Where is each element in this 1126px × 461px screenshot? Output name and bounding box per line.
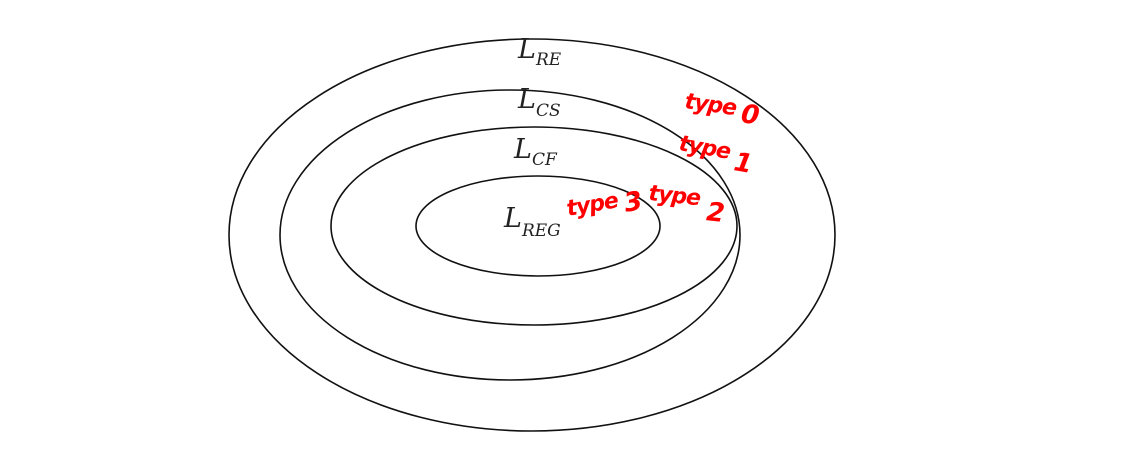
annotation-type-0-word: type bbox=[683, 89, 739, 121]
ellipse-reg bbox=[415, 175, 661, 277]
ellipse-cf bbox=[330, 126, 738, 326]
label-l-cs: LCS bbox=[517, 84, 561, 121]
annotation-type-3-number: 3 bbox=[622, 186, 644, 219]
label-l-reg: LREG bbox=[503, 203, 561, 241]
annotation-type-3: type3 bbox=[565, 184, 644, 228]
annotation-type-1: type1 bbox=[675, 131, 755, 179]
annotation-type-3-word: type bbox=[565, 188, 621, 222]
annotation-type-1-number: 1 bbox=[732, 147, 754, 180]
label-l-reg-main: L bbox=[503, 203, 522, 234]
label-l-cf-main: L bbox=[513, 134, 532, 165]
label-l-re-main: L bbox=[517, 34, 536, 65]
label-l-cf: LCF bbox=[513, 134, 558, 170]
ellipse-cs bbox=[279, 89, 741, 381]
ellipse-re bbox=[228, 38, 836, 432]
label-l-reg-sub: REG bbox=[521, 221, 561, 241]
label-l-re: LRE bbox=[517, 34, 562, 70]
annotation-type-2: type2 bbox=[646, 181, 726, 229]
annotation-type-0-number: 0 bbox=[739, 99, 761, 131]
label-l-cs-sub: CS bbox=[536, 101, 561, 121]
annotation-type-0: type0 bbox=[682, 89, 761, 131]
label-l-re-sub: RE bbox=[535, 50, 562, 70]
annotation-type-2-word: type bbox=[647, 181, 702, 211]
label-l-cf-sub: CF bbox=[532, 150, 558, 170]
annotation-type-2-number: 2 bbox=[705, 197, 725, 229]
label-l-cs-main: L bbox=[517, 84, 536, 115]
